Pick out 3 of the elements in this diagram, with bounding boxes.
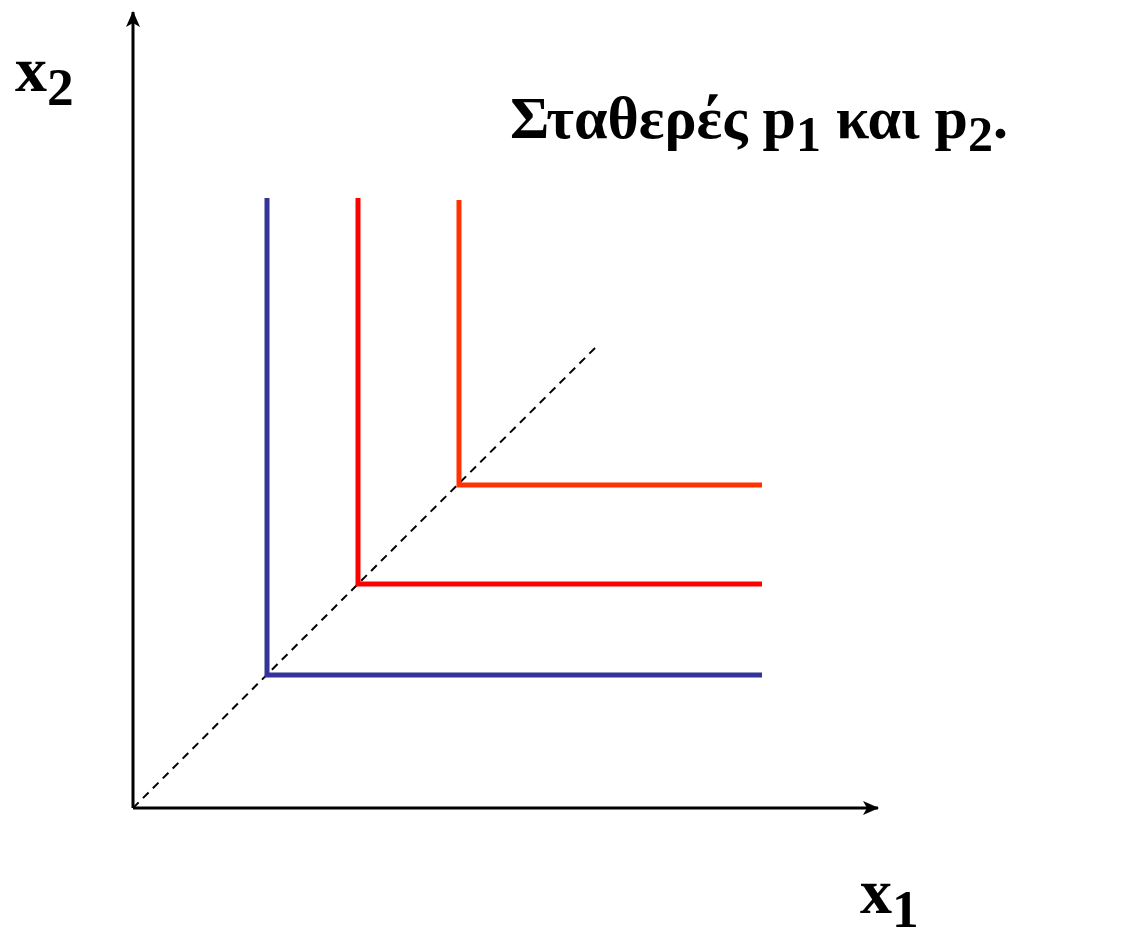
chart-title: Σταθερές p$_{1}$ και p$_{2}$. <box>510 88 1008 159</box>
axis-label: x$_{1}$ <box>860 860 919 937</box>
axis-label: x$_{2}$ <box>15 38 74 115</box>
